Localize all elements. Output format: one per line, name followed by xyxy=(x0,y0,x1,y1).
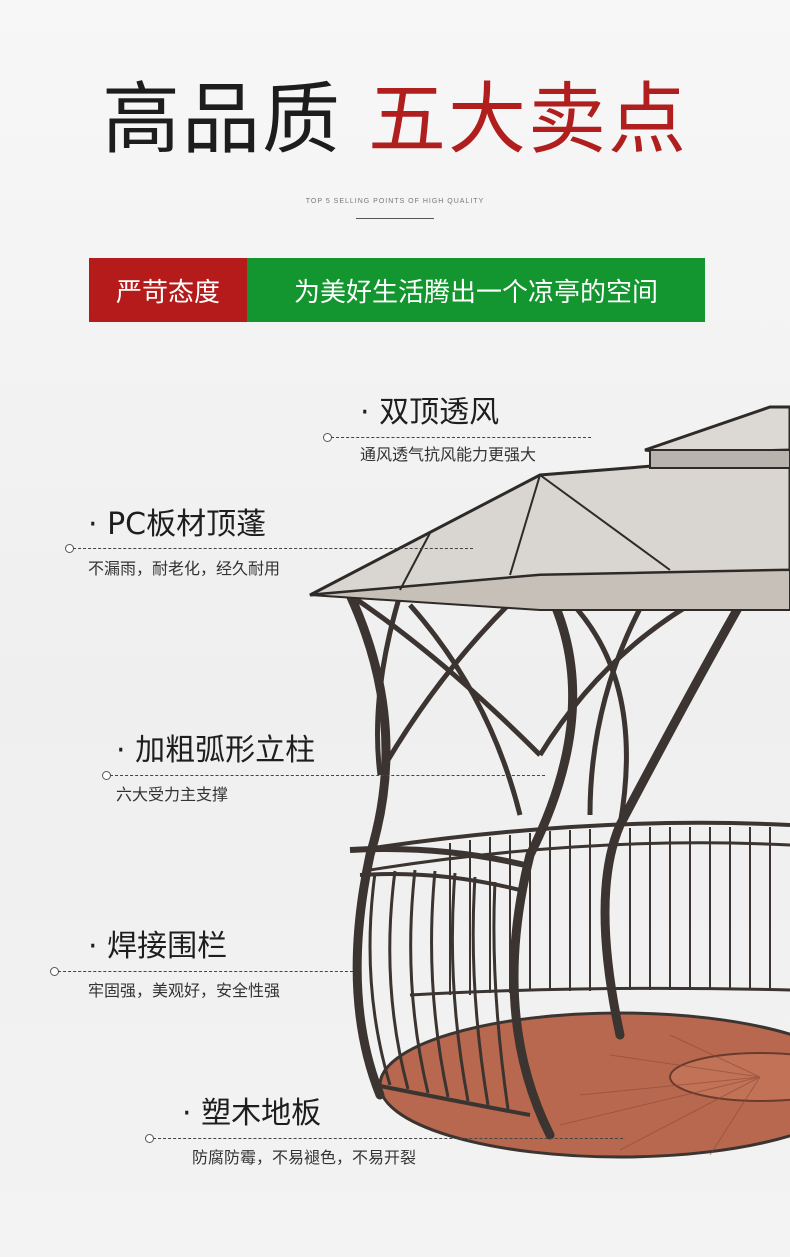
feature-welded-fence: · 焊接围栏 牢固强，美观好，安全性强 xyxy=(88,929,280,1001)
feature-name: · PC板材顶蓬 xyxy=(88,507,267,542)
banner-left: 严苛态度 xyxy=(89,258,247,322)
feature-name: · 双顶透风 xyxy=(360,395,500,430)
feature-desc: 牢固强，美观好，安全性强 xyxy=(88,981,281,1000)
curved-posts xyxy=(345,565,765,1140)
page-subtitle: TOP 5 SELLING POINTS OF HIGH QUALITY xyxy=(305,198,485,205)
front-railing xyxy=(349,846,531,1117)
floor-center xyxy=(669,1052,790,1102)
leader-line xyxy=(110,775,545,776)
feature-desc: 通风透气抗风能力更强大 xyxy=(360,445,537,464)
page-title: 高品质五大卖点 xyxy=(0,72,790,168)
leader-line xyxy=(331,437,591,438)
slogan-banner: 严苛态度 为美好生活腾出一个凉亭的空间 xyxy=(89,258,705,322)
subtitle-divider xyxy=(356,218,434,219)
feature-desc: 不漏雨，耐老化，经久耐用 xyxy=(88,559,281,578)
floor-planks xyxy=(559,1034,761,1156)
front-balusters xyxy=(368,869,510,1110)
feature-name: · 加粗弧形立柱 xyxy=(116,733,316,768)
feature-double-roof: · 双顶透风 通风透气抗风能力更强大 xyxy=(360,395,536,465)
title-dark: 高品质 xyxy=(101,75,342,165)
feature-wpc-floor: · 塑木地板 防腐防霉，不易褪色，不易开裂 xyxy=(182,1096,416,1168)
feature-pc-roof: · PC板材顶蓬 不漏雨，耐老化，经久耐用 xyxy=(88,507,280,579)
banner-right: 为美好生活腾出一个凉亭的空间 xyxy=(247,258,705,322)
lower-roof-shade xyxy=(309,568,790,611)
upper-roof-band xyxy=(649,449,790,469)
feature-arched-posts: · 加粗弧形立柱 六大受力主支撑 xyxy=(116,733,315,805)
feature-desc: 六大受力主支撑 xyxy=(116,785,229,804)
roof-ribs xyxy=(399,474,671,591)
feature-name: · 焊接围栏 xyxy=(88,929,228,964)
title-red: 五大卖点 xyxy=(368,75,689,165)
leader-line xyxy=(153,1138,623,1139)
feature-name: · 塑木地板 xyxy=(182,1096,322,1131)
feature-desc: 防腐防霉，不易褪色，不易开裂 xyxy=(192,1148,417,1167)
upper-roof xyxy=(644,405,790,455)
leader-line xyxy=(58,971,353,972)
gazebo-illustration xyxy=(309,405,790,1159)
back-railing xyxy=(359,820,790,997)
leader-line xyxy=(73,548,473,549)
